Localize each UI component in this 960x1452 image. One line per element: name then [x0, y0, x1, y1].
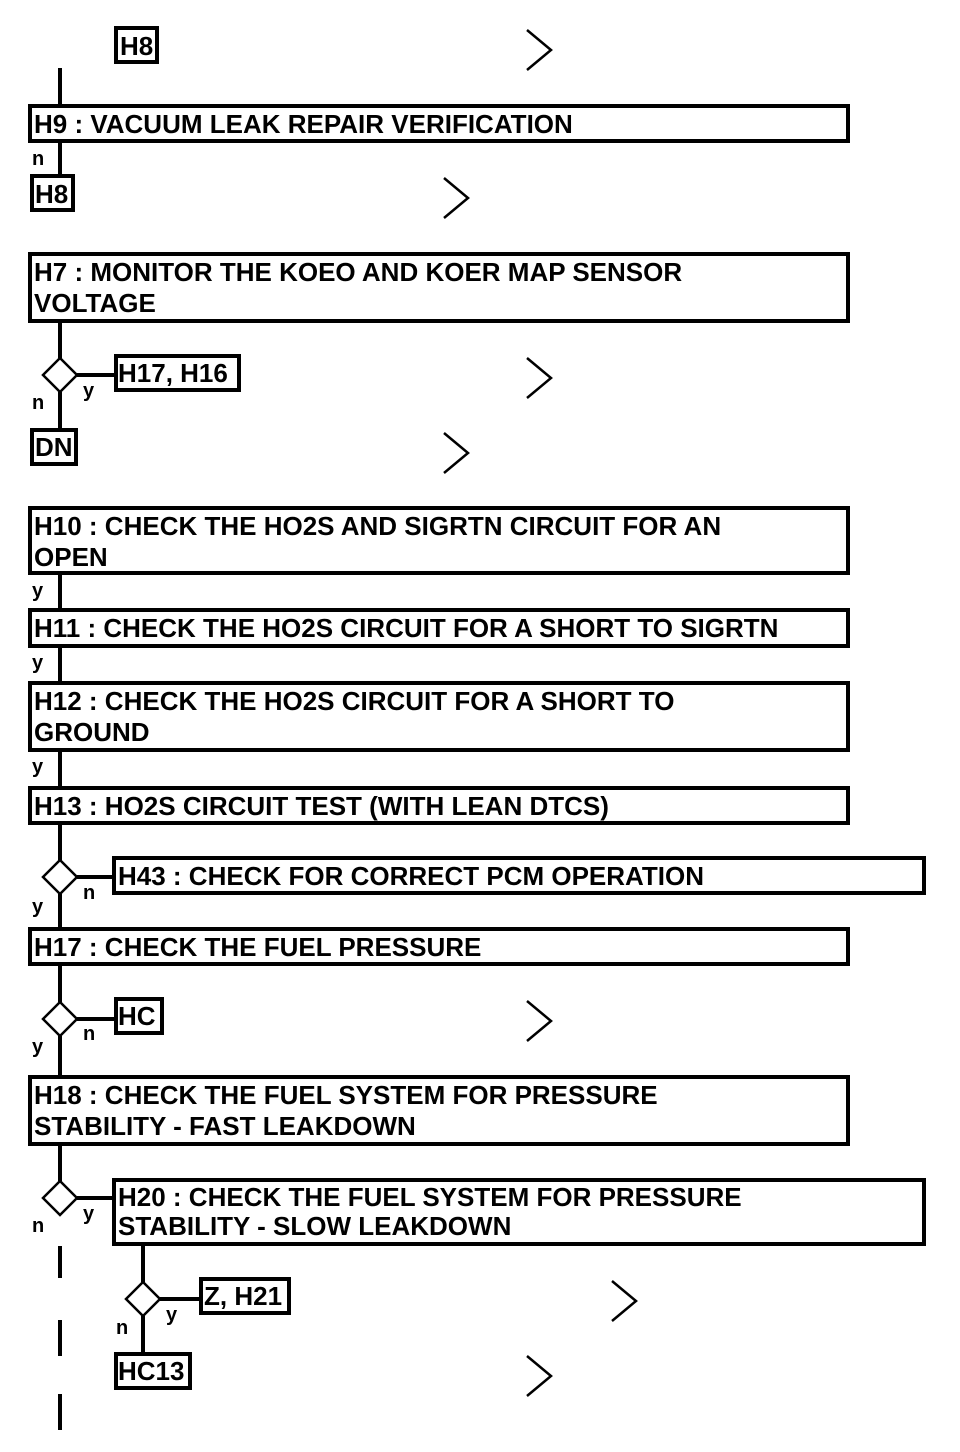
chevron-icon [526, 1000, 553, 1042]
branch-label-y: y [32, 756, 44, 778]
step-box-h13 [28, 786, 850, 825]
branch-label-y: y [32, 580, 44, 602]
ref-box-h8-top [114, 26, 159, 64]
decision-diamond [41, 1179, 79, 1217]
step-label-h10-line1: H10 : CHECK THE HO2S AND SIGRTN CIRCUIT … [34, 511, 721, 541]
branch-label-y: y [32, 1036, 44, 1058]
step-box-h10 [28, 506, 850, 575]
chevron-icon [443, 432, 470, 474]
step-label-h20-line1: H20 : CHECK THE FUEL SYSTEM FOR PRESSURE [118, 1182, 742, 1212]
ref-box-hc13 [114, 1352, 192, 1390]
branch-label-n: n [116, 1317, 128, 1339]
ref-label-hc: HC [118, 1001, 156, 1031]
step-label-h7-line1: H7 : MONITOR THE KOEO AND KOER MAP SENSO… [34, 257, 682, 287]
ref-label-z-h21: Z, H21 [204, 1281, 282, 1311]
ref-box-h8 [30, 174, 75, 212]
ref-label-dn: DN [35, 432, 73, 462]
branch-label-y: y [32, 896, 44, 918]
step-box-h12 [28, 681, 850, 752]
branch-label-y: y [83, 380, 95, 402]
step-box-h7 [28, 252, 850, 323]
step-box-h43 [112, 856, 926, 895]
decision-diamond [124, 1280, 162, 1318]
step-box-h17 [28, 927, 850, 966]
step-label-h18-line1: H18 : CHECK THE FUEL SYSTEM FOR PRESSURE [34, 1080, 658, 1110]
branch-label-y: y [83, 1203, 95, 1225]
chevron-icon [443, 177, 470, 219]
step-box-h11 [28, 608, 850, 648]
ref-label-hc13: HC13 [118, 1356, 184, 1386]
chevron-icon [526, 29, 553, 71]
ref-label-h17-h16: H17, H16 [118, 358, 228, 388]
step-label-h20-line2: STABILITY - SLOW LEAKDOWN [118, 1211, 511, 1241]
ref-label-h8: H8 [35, 179, 68, 209]
branch-label-n: n [83, 1023, 95, 1045]
branch-label-n: n [83, 882, 95, 904]
step-box-h20 [112, 1178, 926, 1246]
step-label-h17: H17 : CHECK THE FUEL PRESSURE [34, 932, 481, 962]
step-label-h9: H9 : VACUUM LEAK REPAIR VERIFICATION [34, 109, 573, 139]
decision-diamond [41, 858, 79, 896]
step-label-h10-line2: OPEN [34, 542, 108, 572]
ref-box-dn [30, 428, 78, 466]
step-box-h9 [28, 104, 850, 143]
branch-label-n: n [32, 1215, 44, 1237]
chevron-icon [611, 1280, 638, 1322]
branch-label-n: n [32, 148, 44, 170]
step-label-h12-line1: H12 : CHECK THE HO2S CIRCUIT FOR A SHORT… [34, 686, 674, 716]
ref-box-hc [114, 997, 164, 1035]
step-label-h13: H13 : HO2S CIRCUIT TEST (WITH LEAN DTCS) [34, 791, 609, 821]
branch-label-n: n [32, 392, 44, 414]
ref-box-z-h21 [199, 1277, 291, 1315]
ref-box-h17-h16 [114, 354, 241, 392]
branch-label-y: y [32, 652, 44, 674]
chevron-icon [526, 357, 553, 399]
step-label-h7-line2: VOLTAGE [34, 288, 156, 318]
decision-diamond [41, 356, 79, 394]
step-label-h12-line2: GROUND [34, 717, 150, 747]
ref-label-h8-top: H8 [120, 31, 153, 61]
decision-diamond [41, 1000, 79, 1038]
chevron-icon [526, 1355, 553, 1397]
step-box-h18 [28, 1075, 850, 1146]
step-label-h11: H11 : CHECK THE HO2S CIRCUIT FOR A SHORT… [34, 613, 778, 643]
branch-label-y: y [166, 1304, 178, 1326]
step-label-h18-line2: STABILITY - FAST LEAKDOWN [34, 1111, 416, 1141]
step-label-h43: H43 : CHECK FOR CORRECT PCM OPERATION [118, 861, 704, 891]
